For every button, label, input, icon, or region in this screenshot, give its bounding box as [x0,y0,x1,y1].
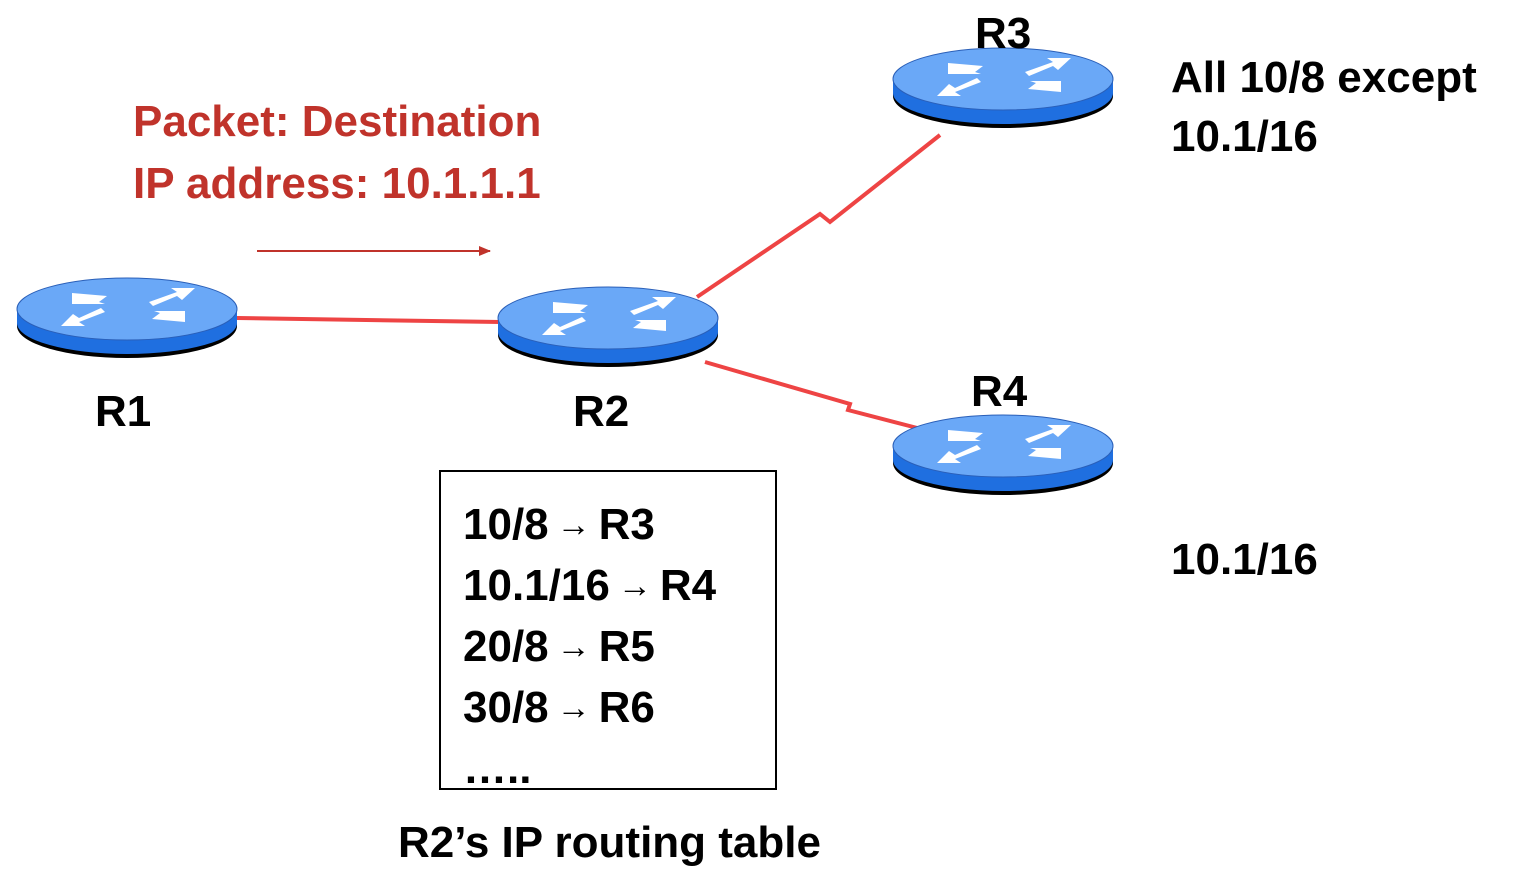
link-r2-r4 [704,360,926,432]
routing-table-row: 10.1/16→R4 [463,555,716,616]
packet-label: Packet: Destination IP address: 10.1.1.1 [133,91,541,214]
route-next-hop: R4 [659,561,717,610]
routing-table-row: 10/8→R3 [463,494,716,555]
routing-table-box: 10/8→R3 10.1/16→R4 20/8→R5 30/8→R6 ….. [439,470,777,793]
route-arrow-icon: → [556,689,591,727]
route-next-hop: R6 [598,683,655,732]
route-prefix: 10/8 [463,500,549,549]
router-r3-icon [892,47,1114,129]
link-r1-r2 [236,316,501,324]
routing-table-row: 20/8→R5 [463,616,716,677]
r3-prefix-note-line1: All 10/8 except [1171,53,1477,102]
routing-table-entries: 10/8→R3 10.1/16→R4 20/8→R5 30/8→R6 ….. [463,494,716,799]
route-prefix: 30/8 [463,683,549,732]
link-r2-r3 [695,133,942,299]
router-r1-label: R1 [95,387,152,436]
router-r4-label: R4 [971,367,1028,416]
router-r2-icon [497,286,719,368]
routing-table-row: 30/8→R6 [463,677,716,738]
route-arrow-icon: → [556,506,591,544]
route-arrow-icon: → [617,567,652,605]
r3-prefix-note: All 10/8 except 10.1/16 [1171,48,1477,167]
route-next-hop: R3 [598,500,655,549]
packet-label-line1: Packet: Destination [133,97,542,146]
routing-table-more: ….. [463,744,532,793]
r3-prefix-note-line2: 10.1/16 [1171,112,1318,162]
route-arrow-icon: → [556,628,591,666]
router-r1-icon [16,277,238,359]
router-r3-label: R3 [975,9,1032,58]
route-prefix: 10.1/16 [463,561,610,610]
r4-prefix-note: 10.1/16 [1171,535,1318,584]
router-r2-label: R2 [573,387,630,436]
routing-table-caption: R2’s IP routing table [398,818,821,867]
packet-label-line2: IP address: 10.1.1.1 [133,158,541,208]
router-r4-icon [892,414,1114,496]
route-next-hop: R5 [598,622,655,671]
route-prefix: 20/8 [463,622,549,671]
